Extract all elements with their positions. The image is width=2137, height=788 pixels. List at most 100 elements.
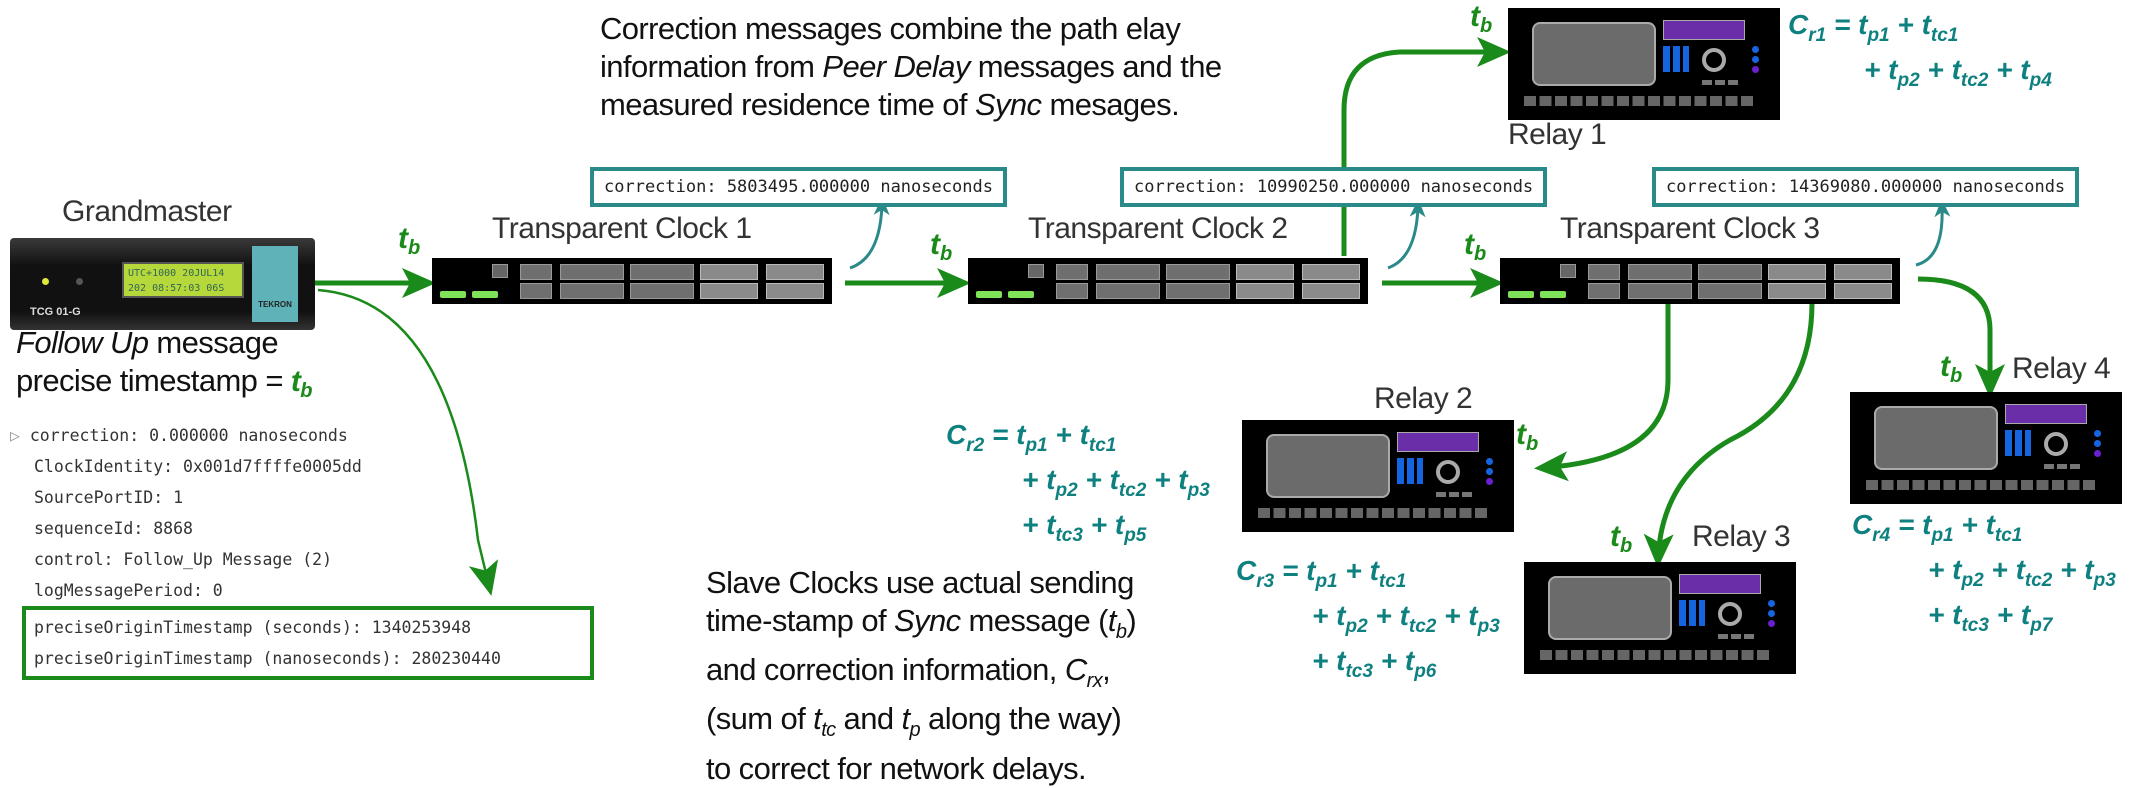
equation-lhs: Cr2 xyxy=(946,419,985,456)
ethernet-port-group-icon xyxy=(1056,264,1088,280)
equation-term: tp1 xyxy=(1016,419,1048,456)
equation-term: ttc1 xyxy=(1985,509,2023,546)
tb-label: tb xyxy=(1516,418,1539,455)
tc2-label: Transparent Clock 2 xyxy=(1028,212,1288,245)
packet-field: preciseOriginTimestamp (seconds): 134025… xyxy=(34,618,472,637)
tc3-correction-box: correction: 14369080.000000 nanoseconds xyxy=(1652,167,2080,207)
ethernet-port-group-icon xyxy=(1834,283,1892,299)
console-port-icon xyxy=(1560,264,1576,278)
tc3-label: Transparent Clock 3 xyxy=(1560,212,1820,245)
grandmaster-model: TCG 01-G xyxy=(30,306,81,318)
relay-led-icon xyxy=(1752,46,1759,53)
equation-line: Cr3 = tp1 + ttc1 xyxy=(1236,555,1407,592)
alarm-led-icon xyxy=(76,278,83,285)
equation-line: Cr2 = tp1 + ttc1 xyxy=(946,419,1117,456)
relay-button-row-icon xyxy=(1258,508,1490,518)
relay-lcd-icon xyxy=(1663,20,1745,40)
equation-term: ttc1 xyxy=(1369,555,1407,592)
relay-display-icon xyxy=(1266,434,1390,498)
equation-term: tp3 xyxy=(2084,554,2116,591)
expand-triangle-icon[interactable]: ▷ xyxy=(10,426,20,445)
ethernet-port-group-icon xyxy=(1588,283,1620,299)
tc1-correction-box: correction: 5803495.000000 nanoseconds xyxy=(590,167,1007,207)
console-port-icon xyxy=(1028,264,1044,278)
equation-term: ttc3 xyxy=(1336,645,1373,682)
equation-term: tp3 xyxy=(1178,464,1210,501)
equation-term: tp6 xyxy=(1404,645,1437,682)
relay-button-row-icon xyxy=(1866,480,2098,490)
equation-term: tp5 xyxy=(1114,509,1147,546)
relay-display-icon xyxy=(1874,406,1998,470)
grandmaster-device: UTC+1000 20JUL14 202 08:57:03 06S TEKRON… xyxy=(10,238,315,330)
console-port-icon xyxy=(492,264,508,278)
relay-3-device xyxy=(1524,562,1796,674)
equation-lhs: Cr1 xyxy=(1788,9,1827,46)
follow-up-packet: ▷ correction: 0.000000 nanoseconds Clock… xyxy=(10,420,594,680)
equation-term: tp7 xyxy=(2020,599,2053,636)
equation-term: tp3 xyxy=(1468,600,1500,637)
ethernet-port-group-icon xyxy=(520,264,552,280)
ethernet-port-group-icon xyxy=(560,283,624,299)
ethernet-port-group-icon xyxy=(1236,283,1294,299)
ethernet-port-group-icon xyxy=(1302,283,1360,299)
relay-led-icon xyxy=(1486,468,1493,475)
relay-navpad-icon xyxy=(2044,432,2068,456)
relay-keypad-icon xyxy=(1679,600,1705,626)
relay-display-icon xyxy=(1532,22,1656,86)
equation-term: ttc2 xyxy=(2015,554,2053,591)
arrow-tc2-correction xyxy=(1387,199,1426,270)
equation-line: + tp2 + ttc2 + tp4 xyxy=(1864,54,2052,91)
relay-led-icon xyxy=(2094,440,2101,447)
relay-keypad-icon xyxy=(1663,46,1689,72)
tb-label: tb xyxy=(1464,228,1487,265)
relay-led-icon xyxy=(2094,450,2101,457)
ethernet-port-group-icon xyxy=(560,264,624,280)
relay-navpad-icon xyxy=(1718,602,1742,626)
ethernet-port-group-icon xyxy=(1166,264,1230,280)
relay-display-icon xyxy=(1548,576,1672,640)
relay-led-icon xyxy=(1768,620,1775,627)
tb-label: tb xyxy=(1610,520,1633,557)
relay-lcd-icon xyxy=(1397,432,1479,452)
transparent-clock-2-switch xyxy=(968,258,1368,304)
relay-4-equation: Cr4 = tp1 + ttc1+ tp2 + ttc2 + tp3+ ttc3… xyxy=(1852,508,2116,643)
equation-line: + ttc3 + tp6 xyxy=(1312,645,1437,682)
arrow-tc3-correction xyxy=(1915,199,1951,267)
relay-led-icon xyxy=(1752,66,1759,73)
sfp-port-icon xyxy=(472,291,498,298)
equation-term: tp2 xyxy=(1888,54,1920,91)
ethernet-port-group-icon xyxy=(1588,264,1620,280)
relay-small-buttons-icon xyxy=(1718,634,1754,639)
ethernet-port-group-icon xyxy=(700,264,758,280)
equation-term: tp4 xyxy=(2020,54,2052,91)
relay-led-icon xyxy=(1768,610,1775,617)
relay-2-equation: Cr2 = tp1 + ttc1+ tp2 + ttc2 + tp3+ ttc3… xyxy=(946,418,1210,553)
sfp-port-icon xyxy=(1508,291,1534,298)
relay-4-label: Relay 4 xyxy=(2012,352,2111,385)
equation-line: + tp2 + ttc2 + tp3 xyxy=(1928,554,2116,591)
ethernet-port-group-icon xyxy=(766,283,824,299)
equation-term: ttc2 xyxy=(1399,600,1437,637)
arrow-tc3-to-relay4 xyxy=(1917,276,2005,398)
ethernet-port-group-icon xyxy=(520,283,552,299)
tc1-label: Transparent Clock 1 xyxy=(492,212,752,245)
follow-up-caption: Follow Up message precise timestamp = tb xyxy=(16,325,312,402)
arrow-tc3-to-relay2 xyxy=(1534,303,1671,482)
relay-2-label: Relay 2 xyxy=(1374,382,1473,415)
equation-term: ttc1 xyxy=(1079,419,1117,456)
equation-term: tp1 xyxy=(1858,9,1890,46)
grandmaster-lcd: UTC+1000 20JUL14 202 08:57:03 06S xyxy=(122,262,244,298)
sfp-port-icon xyxy=(976,291,1002,298)
relay-4-device xyxy=(1850,392,2122,504)
ethernet-port-group-icon xyxy=(766,264,824,280)
ethernet-port-group-icon xyxy=(1768,283,1826,299)
ethernet-port-group-icon xyxy=(1834,264,1892,280)
relay-navpad-icon xyxy=(1702,48,1726,72)
ethernet-port-group-icon xyxy=(1166,283,1230,299)
ethernet-port-group-icon xyxy=(1698,283,1762,299)
ethernet-port-group-icon xyxy=(1096,283,1160,299)
relay-lcd-icon xyxy=(1679,574,1761,594)
equation-term: tp2 xyxy=(1046,464,1078,501)
ethernet-port-group-icon xyxy=(1628,283,1692,299)
equation-term: ttc2 xyxy=(1109,464,1147,501)
